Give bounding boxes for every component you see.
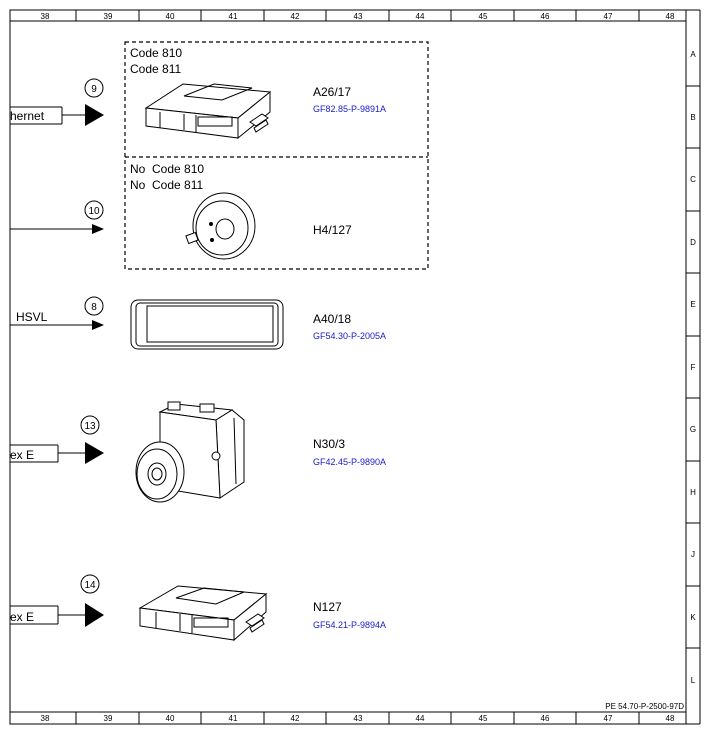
wire-label: ex E — [10, 610, 34, 624]
svg-text:13: 13 — [84, 421, 96, 432]
control-unit-icon — [144, 83, 272, 140]
wire-label: HSVL — [16, 310, 48, 324]
connector-13: ex E 13 — [10, 415, 104, 464]
option-code-811: Code 811 — [130, 62, 181, 76]
option-no-code-811: No Code 811 — [130, 178, 203, 192]
col-label: 42 — [291, 714, 300, 723]
col-label: 42 — [291, 12, 300, 21]
speaker-icon — [185, 192, 256, 260]
option-no-code-810: No Code 810 — [130, 162, 204, 176]
col-label: 47 — [604, 12, 613, 21]
row-label: H — [690, 488, 696, 497]
row-label: B — [690, 113, 695, 122]
arrow-icon — [92, 320, 104, 330]
connector-10: 10 — [10, 200, 104, 234]
svg-text:8: 8 — [91, 302, 97, 313]
arrow-icon — [85, 603, 104, 627]
svg-text:14: 14 — [84, 580, 96, 591]
connector-number-circle — [84, 78, 104, 98]
col-label: 43 — [354, 714, 363, 723]
component-name-n127: N127 — [313, 600, 342, 614]
component-name-n30-3: N30/3 — [313, 437, 345, 451]
svg-text:10: 10 — [88, 206, 100, 217]
document-reference: PE 54.70-P-2500-97D — [605, 702, 684, 711]
component-ref-a26-17[interactable]: GF82.85-P-9891A — [313, 104, 386, 114]
col-label: 45 — [479, 12, 488, 21]
component-name-h4-127: H4/127 — [313, 223, 352, 237]
wire-label: hernet — [10, 109, 45, 123]
row-labels: A B C D E F G H J K L — [690, 50, 696, 685]
arrow-icon — [85, 442, 104, 464]
col-label: 46 — [541, 12, 550, 21]
col-label: 47 — [604, 714, 613, 723]
wire-label: ex E — [10, 448, 34, 462]
connector-14: ex E 14 — [10, 574, 104, 627]
control-unit-icon — [138, 585, 268, 642]
col-label: 39 — [104, 12, 113, 21]
connector-number-circle — [80, 415, 100, 435]
col-label: 40 — [166, 714, 175, 723]
row-label: D — [690, 238, 696, 247]
component-name-a40-18: A40/18 — [313, 312, 351, 326]
svg-text:9: 9 — [91, 84, 97, 95]
connector-9: hernet 9 — [10, 78, 104, 126]
component-name-a26-17: A26/17 — [313, 85, 351, 99]
col-label: 38 — [41, 12, 50, 21]
col-label: 46 — [541, 714, 550, 723]
row-label: L — [691, 676, 696, 685]
page-frame — [9, 9, 687, 725]
connector-8: HSVL 8 — [10, 296, 104, 330]
column-labels-top: 38 39 40 41 42 43 44 45 46 47 48 — [41, 12, 675, 21]
col-label: 41 — [229, 12, 238, 21]
connector-number-circle — [80, 574, 100, 594]
col-label: 40 — [166, 12, 175, 21]
arrow-icon — [85, 104, 104, 126]
col-label: 45 — [479, 714, 488, 723]
display-icon — [130, 299, 284, 350]
connector-number-circle — [84, 296, 104, 316]
arrow-icon — [92, 224, 104, 234]
col-label: 41 — [229, 714, 238, 723]
row-label: A — [690, 50, 696, 59]
row-label: E — [690, 300, 695, 309]
abs-unit-icon — [135, 401, 245, 503]
column-labels-bottom: 38 39 40 41 42 43 44 45 46 47 48 — [41, 714, 675, 723]
component-ref-a40-18[interactable]: GF54.30-P-2005A — [313, 331, 386, 341]
row-label: G — [690, 425, 696, 434]
col-label: 38 — [41, 714, 50, 723]
component-ref-n30-3[interactable]: GF42.45-P-9890A — [313, 457, 386, 467]
col-label: 48 — [666, 714, 675, 723]
row-label: J — [691, 550, 695, 559]
col-label: 48 — [666, 12, 675, 21]
row-label: C — [690, 175, 696, 184]
row-label: K — [690, 613, 696, 622]
col-label: 44 — [416, 714, 425, 723]
connector-number-circle — [84, 200, 104, 220]
row-label: F — [691, 363, 696, 372]
col-label: 44 — [416, 12, 425, 21]
option-code-810: Code 810 — [130, 46, 182, 60]
component-ref-n127[interactable]: GF54.21-P-9894A — [313, 620, 386, 630]
col-label: 39 — [104, 714, 113, 723]
col-label: 43 — [354, 12, 363, 21]
option-group-box — [124, 41, 429, 270]
